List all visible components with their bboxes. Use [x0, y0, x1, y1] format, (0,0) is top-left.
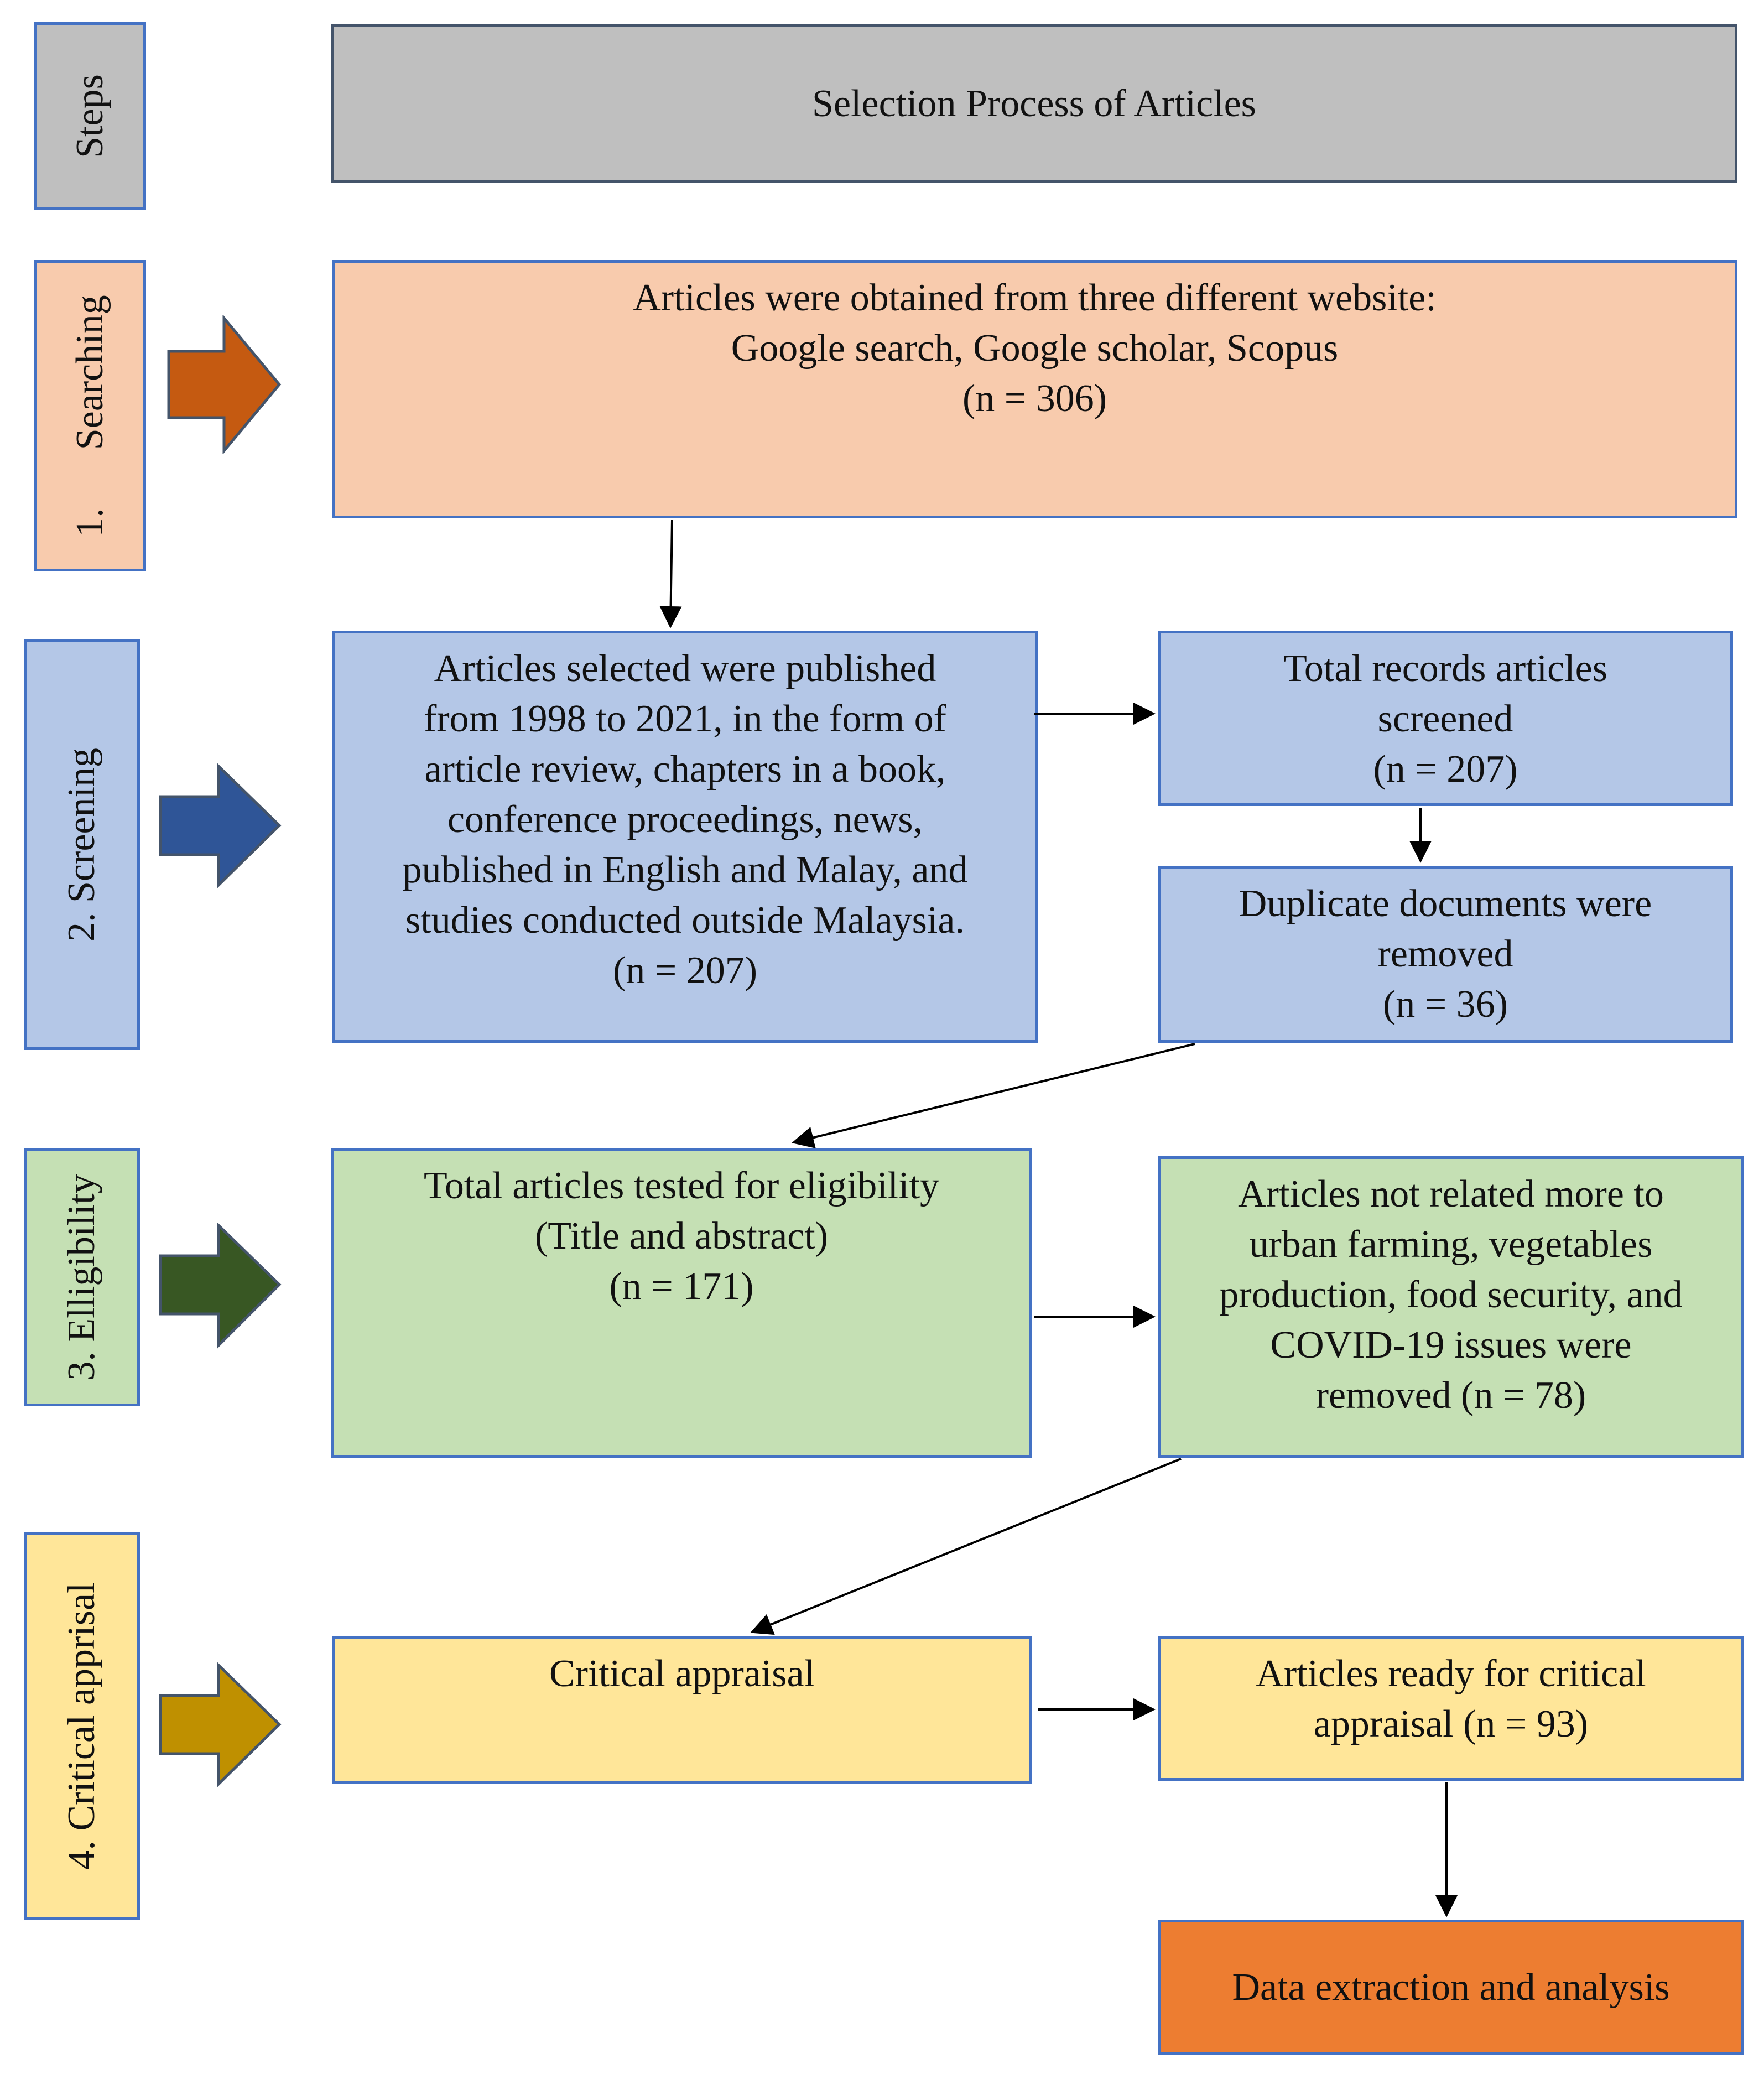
not-related-removed-line-1: Articles not related more to — [1238, 1173, 1664, 1215]
data-extraction-box: Data extraction and analysis — [1158, 1920, 1744, 2055]
search-sources-line-3: (n = 306) — [962, 377, 1107, 420]
steps-label-box: Steps — [34, 22, 146, 210]
records-screened-box: Total records articles screened (n = 207… — [1158, 631, 1733, 806]
searching-arrow-icon — [167, 315, 282, 454]
duplicates-removed-line-1: Duplicate documents were — [1239, 882, 1652, 925]
arrow-duplicates-to-eligibility — [792, 1043, 1195, 1148]
header-title: Selection Process of Articles — [812, 82, 1256, 125]
screening-criteria-line-3: article review, chapters in a book, — [424, 748, 946, 791]
critical-appraisal-line-1: Critical appraisal — [549, 1652, 815, 1695]
records-screened-line-2: screened — [1377, 698, 1513, 740]
eligibility-tested-box: Total articles tested for eligibility (T… — [331, 1148, 1032, 1458]
screening-criteria-line-4: conference proceedings, news, — [447, 798, 923, 841]
search-sources-box: Articles were obtained from three differ… — [332, 260, 1737, 518]
screening-criteria-line-5: published in English and Malay, and — [402, 849, 968, 891]
not-related-removed-line-5: removed (n = 78) — [1315, 1374, 1586, 1417]
stage-eligibility-label-box: 3. Elligibility — [24, 1148, 140, 1406]
search-sources-line-1: Articles were obtained from three differ… — [633, 277, 1437, 319]
eligibility-tested-line-2: (Title and abstract) — [534, 1215, 829, 1257]
appraisal-arrow-icon — [159, 1662, 282, 1787]
search-sources-line-2: Google search, Google scholar, Scopus — [731, 327, 1339, 370]
eligibility-arrow-icon — [159, 1223, 282, 1349]
not-related-removed-line-4: COVID-19 issues were — [1270, 1324, 1632, 1366]
not-related-removed-line-2: urban farming, vegetables — [1249, 1223, 1653, 1266]
stage-screening-label-box: 2. Screening — [24, 639, 140, 1050]
ready-for-appraisal-box: Articles ready for critical appraisal (n… — [1158, 1636, 1744, 1781]
records-screened-line-1: Total records articles — [1283, 647, 1607, 690]
screening-criteria-line-7: (n = 207) — [612, 949, 758, 992]
screening-criteria-box: Articles selected were published from 19… — [332, 631, 1038, 1043]
stage-searching-label-box: 1. Searching — [34, 260, 146, 571]
eligibility-tested-line-1: Total articles tested for eligibility — [423, 1165, 940, 1207]
not-related-removed-line-3: production, food security, and — [1219, 1273, 1683, 1316]
header-title-box: Selection Process of Articles — [331, 24, 1737, 183]
ready-for-appraisal-line-1: Articles ready for critical — [1256, 1652, 1646, 1695]
arrow-search-to-screening — [659, 519, 682, 628]
screening-arrow-icon — [159, 763, 282, 888]
critical-appraisal-box: Critical appraisal — [332, 1636, 1032, 1784]
screening-criteria-line-2: from 1998 to 2021, in the form of — [424, 698, 946, 740]
screening-criteria-line-6: studies conducted outside Malaysia. — [405, 899, 965, 942]
ready-for-appraisal-line-2: appraisal (n = 93) — [1313, 1703, 1589, 1745]
arrow-removed-to-appraisal — [750, 1458, 1182, 1635]
duplicates-removed-line-3: (n = 36) — [1382, 983, 1508, 1026]
stage-appraisal-label-box: 4. Critical apprisal — [24, 1532, 140, 1920]
records-screened-line-3: (n = 207) — [1373, 748, 1518, 791]
duplicates-removed-box: Duplicate documents were removed (n = 36… — [1158, 866, 1733, 1043]
duplicates-removed-line-2: removed — [1377, 933, 1513, 975]
data-extraction-line-1: Data extraction and analysis — [1232, 1966, 1670, 2009]
not-related-removed-box: Articles not related more to urban farmi… — [1158, 1156, 1744, 1458]
screening-criteria-line-1: Articles selected were published — [434, 647, 936, 690]
eligibility-tested-line-3: (n = 171) — [609, 1265, 754, 1308]
